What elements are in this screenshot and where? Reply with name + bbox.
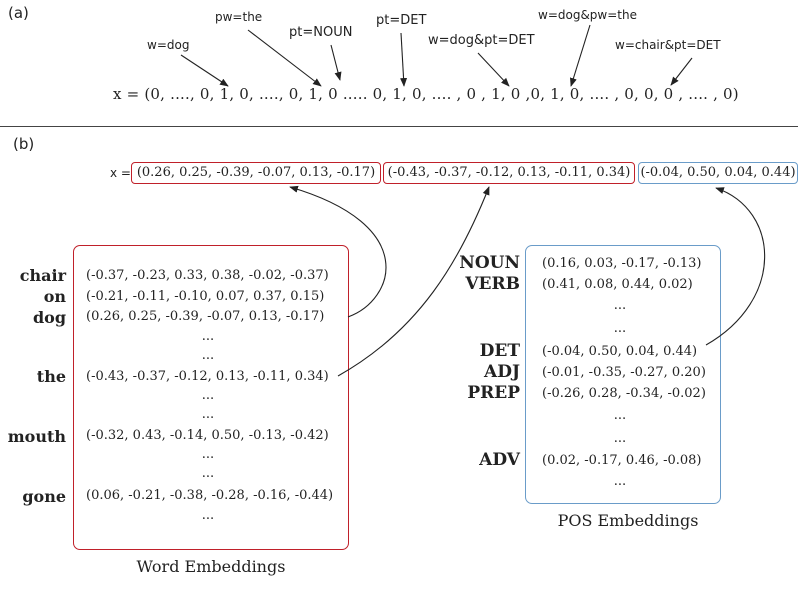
x-prefix: x = xyxy=(110,166,131,180)
feature-w-chair-pt-det: w=chair&pt=DET xyxy=(615,38,721,52)
word-embeddings-box xyxy=(73,245,349,550)
pos-vector-prep: (-0.26, 0.28, -0.34, -0.02) xyxy=(542,386,706,401)
arrow-w-dog xyxy=(180,54,229,87)
word-vector-gone: (0.06, -0.21, -0.38, -0.28, -0.16, -0.44… xyxy=(86,488,334,503)
pos-label-prep: PREP xyxy=(467,383,520,403)
arrow-pw-the xyxy=(247,29,322,87)
word-ellipsis: ... xyxy=(201,348,215,363)
pos-ellipsis: ... xyxy=(613,298,627,313)
feature-pt-det: pt=DET xyxy=(376,13,427,28)
word-ellipsis: ... xyxy=(201,508,215,523)
word-label-the: the xyxy=(36,367,66,386)
word-ellipsis: ... xyxy=(201,466,215,481)
pos-label-adv: ADV xyxy=(479,450,520,470)
pos-label-adj: ADJ xyxy=(484,362,520,382)
word-vector-on: (-0.21, -0.11, -0.10, 0.07, 0.37, 0.15) xyxy=(86,289,325,304)
pos-ellipsis: ... xyxy=(613,321,627,336)
word-label-chair: chair xyxy=(19,266,66,285)
word-ellipsis: ... xyxy=(201,447,215,462)
arrow-dog-to-x xyxy=(289,185,387,318)
word-label-gone: gone xyxy=(22,487,66,506)
arrow-pt-noun xyxy=(330,44,342,81)
word-vector-mouth: (-0.32, 0.43, -0.14, 0.50, -0.13, -0.42) xyxy=(86,428,329,443)
arrow-w-dog-pw-the xyxy=(569,24,591,87)
segment-pos-det: (-0.04, 0.50, 0.04, 0.44) xyxy=(638,162,798,184)
pos-embeddings-caption: POS Embeddings xyxy=(557,511,699,530)
arrow-pt-det xyxy=(400,32,408,87)
pos-vector-verb: (0.41, 0.08, 0.44, 0.02) xyxy=(542,277,693,292)
word-vector-chair: (-0.37, -0.23, 0.33, 0.38, -0.02, -0.37) xyxy=(86,268,329,283)
pos-label-det: DET xyxy=(479,341,520,361)
panel-a-label: (a) xyxy=(8,4,29,22)
arrow-det-to-x xyxy=(705,187,766,346)
word-ellipsis: ... xyxy=(201,407,215,422)
word-label-on: on xyxy=(43,287,66,306)
word-label-dog: dog xyxy=(32,308,66,327)
panel-b-label: (b) xyxy=(13,135,35,153)
arrow-the-to-x xyxy=(337,186,490,377)
word-label-mouth: mouth xyxy=(7,427,66,446)
segment-word-the: (-0.43, -0.37, -0.12, 0.13, -0.11, 0.34) xyxy=(383,162,635,184)
word-ellipsis: ... xyxy=(201,329,215,344)
word-vector-the: (-0.43, -0.37, -0.12, 0.13, -0.11, 0.34) xyxy=(86,369,329,384)
arrow-w-chair-pt-det xyxy=(670,57,693,86)
word-ellipsis: ... xyxy=(201,388,215,403)
segment-word-dog: (0.26, 0.25, -0.39, -0.07, 0.13, -0.17) xyxy=(131,162,381,184)
pos-vector-adj: (-0.01, -0.35, -0.27, 0.20) xyxy=(542,365,706,380)
pos-ellipsis: ... xyxy=(613,431,627,446)
sparse-vector: x = (0, ...., 0, 1, 0, ...., 0, 1, 0 ...… xyxy=(113,85,739,103)
feature-w-dog-pt-det: w=dog&pt=DET xyxy=(428,33,535,48)
pos-embeddings-box xyxy=(525,245,721,504)
pos-vector-adv: (0.02, -0.17, 0.46, -0.08) xyxy=(542,453,702,468)
pos-vector-det: (-0.04, 0.50, 0.04, 0.44) xyxy=(542,344,698,359)
pos-label-noun: NOUN xyxy=(459,253,520,273)
feature-pt-noun: pt=NOUN xyxy=(289,25,353,40)
pos-ellipsis: ... xyxy=(613,408,627,423)
word-vector-dog: (0.26, 0.25, -0.39, -0.07, 0.13, -0.17) xyxy=(86,309,325,324)
pos-label-verb: VERB xyxy=(465,274,520,294)
word-embeddings-caption: Word Embeddings xyxy=(136,557,286,576)
arrow-w-dog-pt-det xyxy=(477,52,510,87)
feature-pw-the: pw=the xyxy=(215,10,263,24)
feature-w-dog-pw-the: w=dog&pw=the xyxy=(538,8,637,22)
pos-vector-noun: (0.16, 0.03, -0.17, -0.13) xyxy=(542,256,702,271)
pos-ellipsis: ... xyxy=(613,474,627,489)
panel-divider xyxy=(0,126,798,127)
feature-w-dog: w=dog xyxy=(147,38,190,52)
